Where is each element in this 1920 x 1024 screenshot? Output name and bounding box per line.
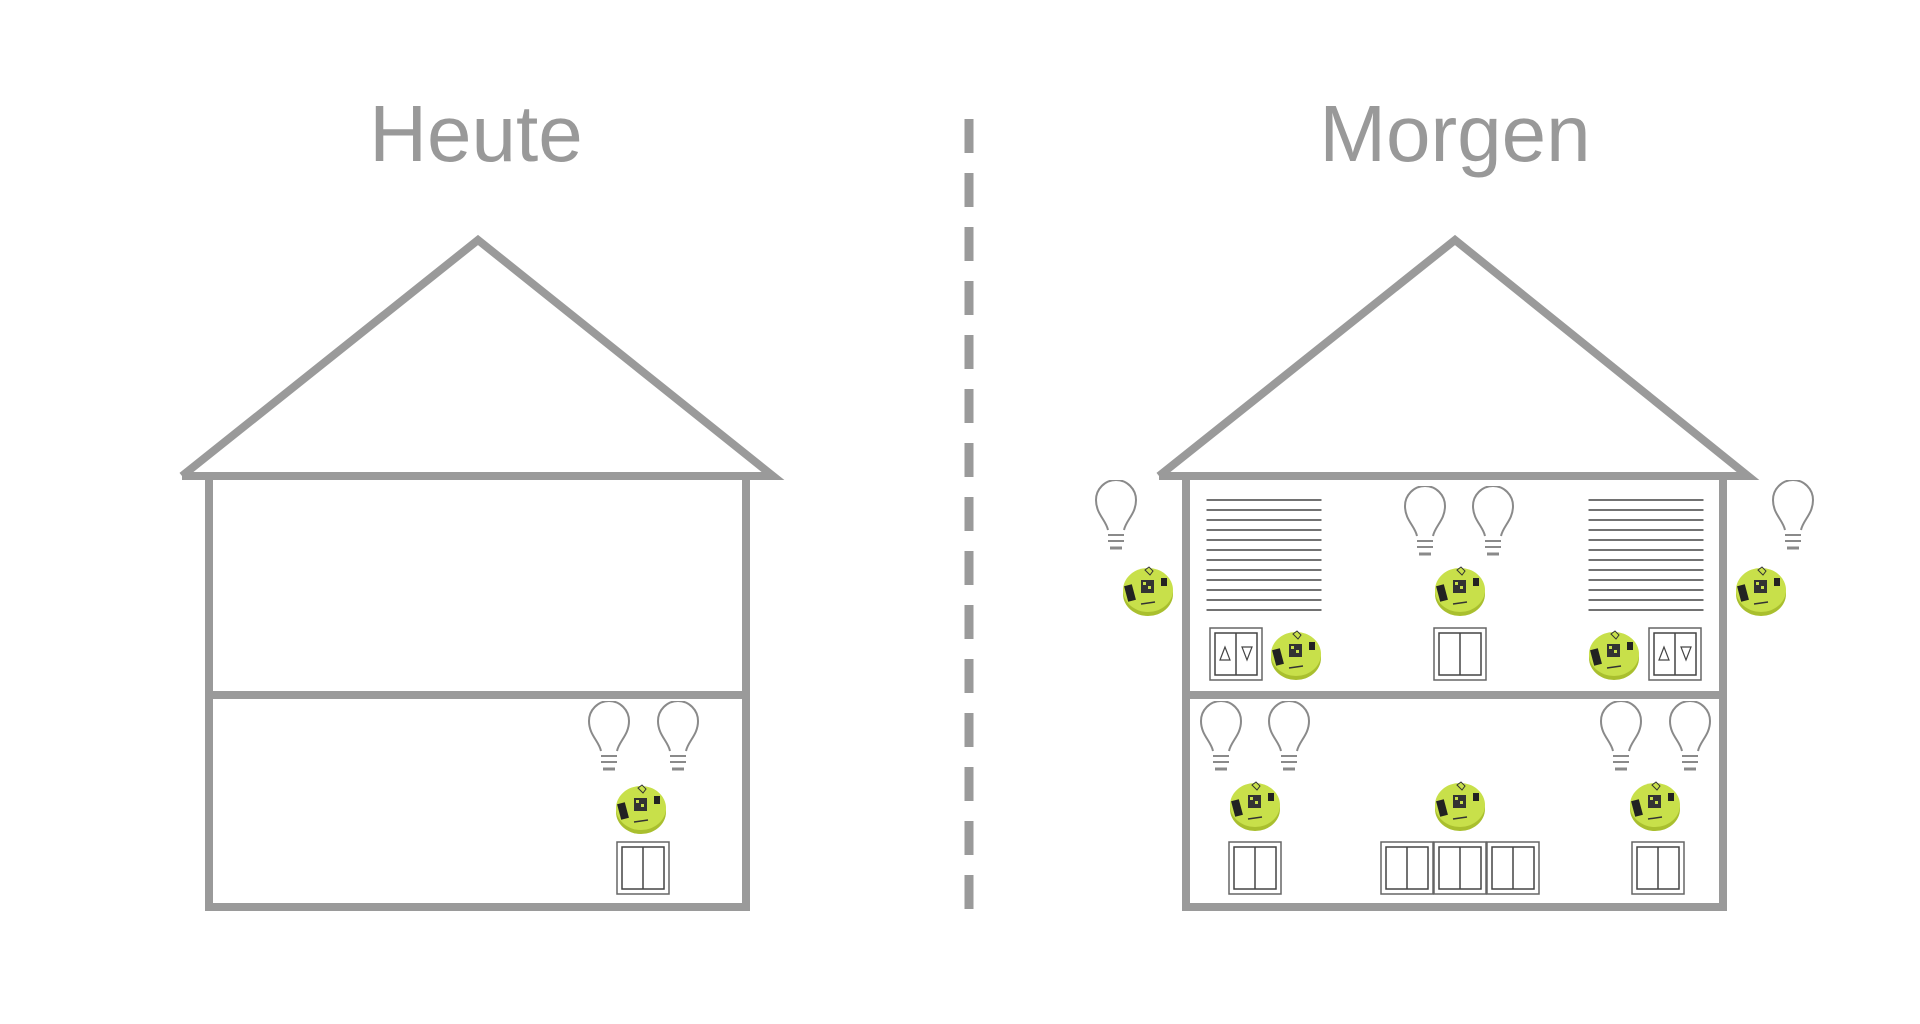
light-bulb-icon [1771,480,1815,550]
house-today [179,234,785,911]
light-bulb-icon [1471,486,1515,556]
light-bulb-icon [1199,701,1243,771]
light-bulb-icon [656,701,700,771]
light-bulb-icon [1094,480,1138,550]
light-switch-icon [1631,841,1685,895]
title-heute: Heute [369,89,583,178]
light-switch-icon [1380,841,1434,895]
smart-module-icon [1270,630,1322,681]
light-bulb-icon [1403,486,1447,556]
title-morgen: Morgen [1319,89,1591,178]
light-switch-icon [1486,841,1540,895]
light-switch-icon [1433,841,1487,895]
shutter-switch-icon [1209,627,1263,681]
window-blinds-icon [1588,499,1704,611]
smart-module-icon [1434,566,1486,617]
smart-module-icon [1588,630,1640,681]
smart-module-icon [1122,566,1174,617]
house-tomorrow [1156,234,1760,911]
smart-module-icon [1229,781,1281,832]
window-blinds-icon [1206,499,1322,611]
light-bulb-icon [1599,701,1643,771]
light-switch-icon [1433,627,1487,681]
light-switch-icon [616,841,670,895]
smart-module-icon [1434,781,1486,832]
smart-module-icon [1735,566,1787,617]
light-bulb-icon [1267,701,1311,771]
light-switch-icon [1228,841,1282,895]
shutter-switch-icon [1648,627,1702,681]
light-bulb-icon [1668,701,1712,771]
smart-module-icon [1629,781,1681,832]
smart-module-icon [615,784,667,835]
roof [1156,234,1760,480]
roof [179,234,785,480]
light-bulb-icon [587,701,631,771]
